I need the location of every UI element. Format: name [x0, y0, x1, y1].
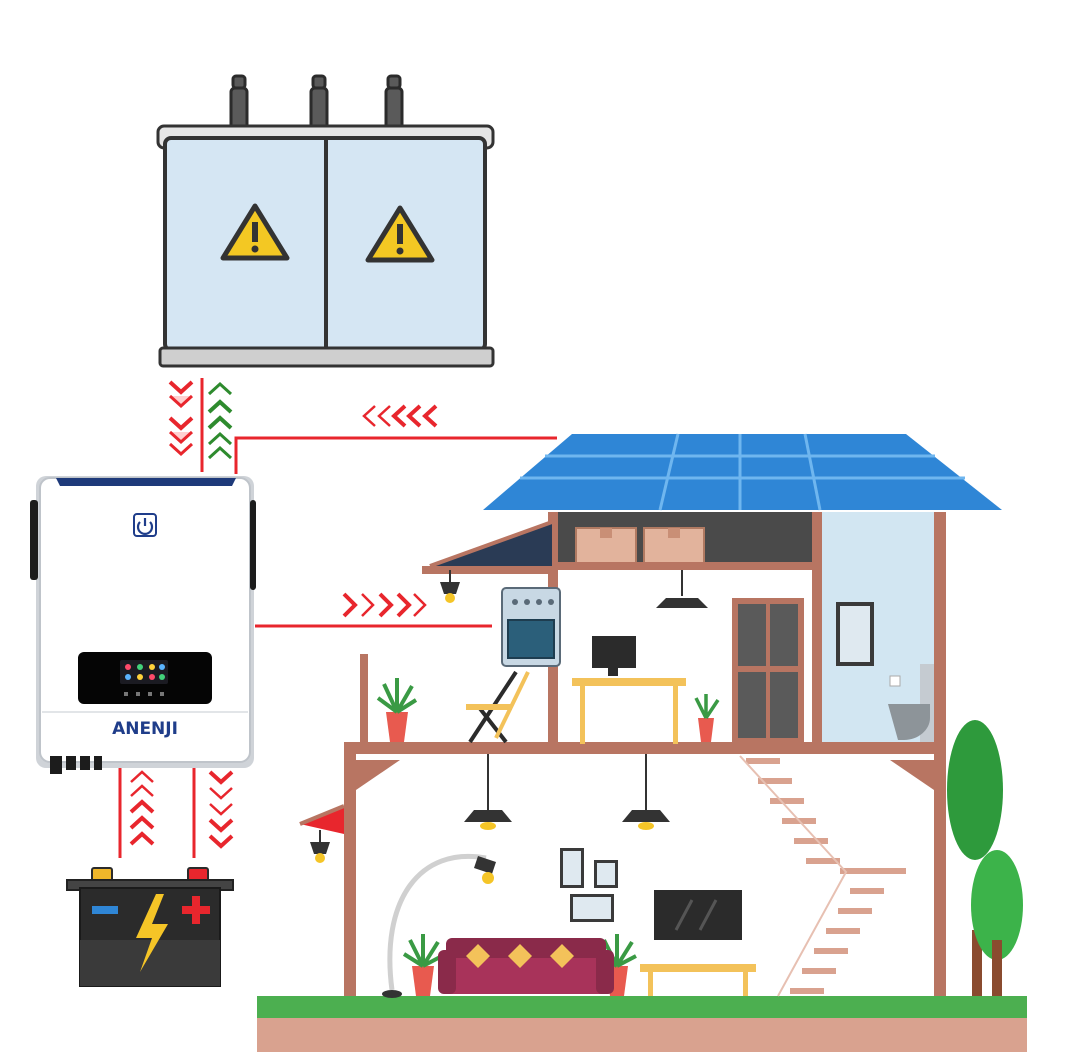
tree: [947, 720, 1023, 996]
hybrid-inverter: ANENJI: [30, 476, 256, 774]
chair: [466, 670, 530, 744]
ceiling-lamp: [656, 570, 708, 608]
minus-sign-icon: [92, 906, 118, 914]
ground-grass: [257, 996, 1027, 1018]
battery-to-inverter-flow: [118, 766, 155, 858]
porch-lamp: [440, 570, 460, 603]
wardrobe: [732, 598, 804, 744]
lower-awning: [299, 804, 345, 834]
porch-lamp: [310, 830, 330, 863]
coffee-table: [640, 964, 756, 996]
inverter-to-home-flow: [255, 592, 492, 628]
television: [654, 890, 742, 940]
staircase: [739, 755, 906, 997]
ceiling-lamp: [622, 754, 670, 830]
desk-monitor: [592, 636, 636, 676]
desk: [572, 678, 686, 744]
grid-to-inverter-flow: [168, 378, 204, 472]
storage-box: [643, 527, 705, 567]
brand-logo: ANENJI: [112, 719, 178, 739]
inverter-to-battery-flow: [192, 766, 234, 858]
transformer-bushing: [309, 74, 329, 132]
ceiling-lamp: [464, 754, 512, 830]
storage-box: [575, 527, 637, 567]
transformer: [156, 74, 495, 368]
lightning-bolt-icon: [136, 894, 168, 972]
awning: [429, 520, 553, 568]
battery: [66, 867, 234, 987]
transformer-bushing: [229, 74, 249, 132]
warning-triangle-icon: [365, 205, 435, 263]
plus-sign-icon: [182, 896, 210, 924]
potted-plant: [402, 934, 443, 996]
picture-frame: [560, 848, 584, 888]
ground-soil: [257, 1018, 1027, 1052]
sofa: [438, 938, 614, 994]
solar-roof: [483, 433, 1002, 511]
inverter-to-grid-flow: [207, 381, 238, 474]
picture-frame: [594, 860, 618, 888]
transformer-bushing: [384, 74, 404, 132]
mirror: [836, 602, 874, 666]
inverter-display: [78, 652, 212, 704]
house: [257, 433, 1027, 1052]
power-button-icon: [133, 513, 157, 537]
potted-plant: [376, 678, 418, 742]
warning-triangle-icon: [220, 203, 290, 261]
inverter-terminals: [50, 756, 102, 774]
kitchen-oven: [501, 587, 561, 667]
floor-lamp: [382, 854, 496, 998]
picture-frame: [570, 894, 614, 922]
toilet: [888, 664, 934, 742]
solar-to-inverter-flow: [234, 404, 557, 474]
potted-plant: [694, 694, 720, 742]
